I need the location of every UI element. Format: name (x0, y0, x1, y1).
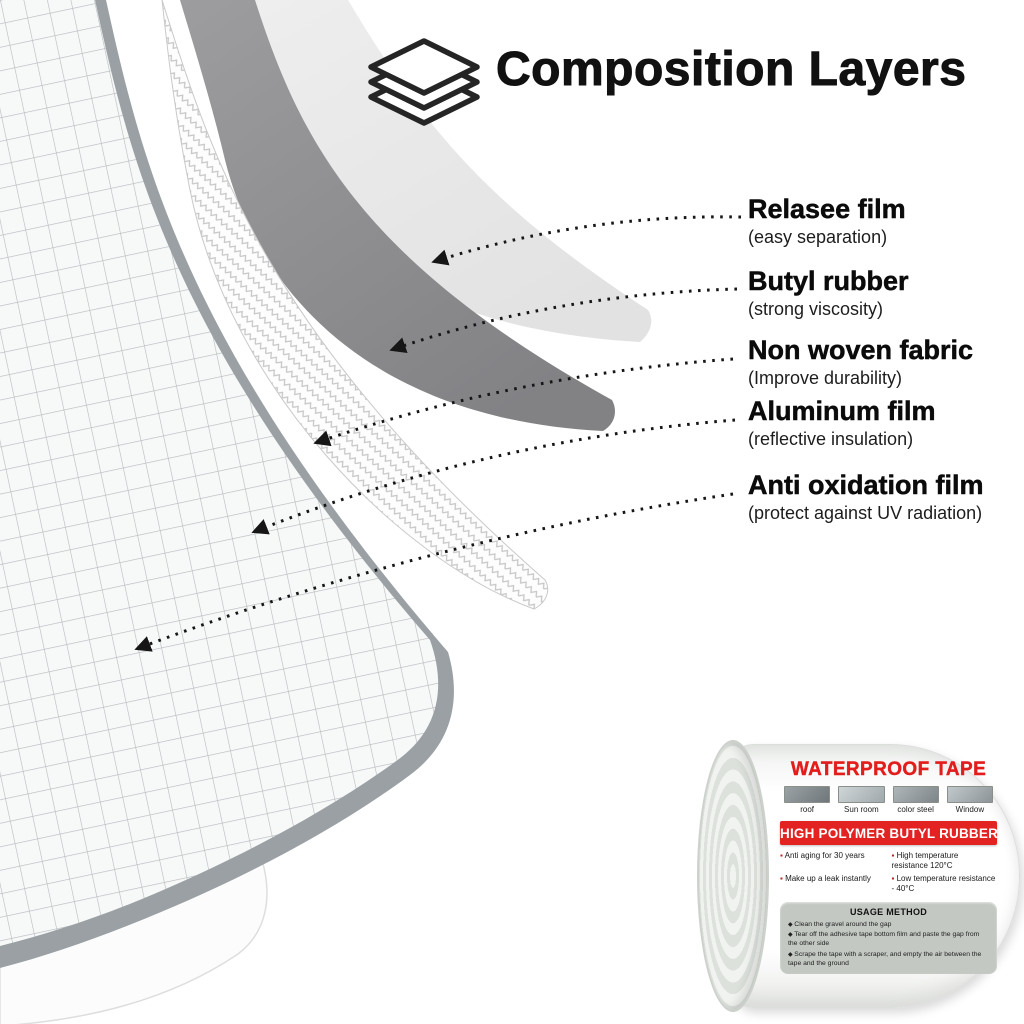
leader-release-film (431, 215, 742, 266)
leader-lines (134, 215, 742, 652)
label-name: Non woven fabric (748, 335, 974, 365)
usage-step: Tear off the adhesive tape bottom film a… (788, 930, 989, 948)
layer-label-release-film: Relasee film (easy separation) (748, 194, 906, 248)
usage-title: USAGE METHOD (849, 906, 928, 917)
leader-butyl-rubber (389, 287, 738, 354)
roof-photo (784, 786, 831, 803)
usage-step: Scrape the tape with a scraper, and empt… (788, 950, 989, 968)
label-name: Anti oxidation film (748, 470, 984, 500)
label-desc: (reflective insulation) (748, 428, 914, 449)
sun-room-photo (838, 786, 885, 803)
tape-roll-end (697, 740, 769, 1012)
release-film-layer (252, 0, 652, 342)
tape-label: WATERPROOF TAPE roof Sun room color stee… (780, 759, 998, 999)
product-title: WATERPROOF TAPE (790, 759, 987, 780)
butyl-rubber-layer (180, 0, 615, 431)
label-name: Butyl rubber (748, 266, 909, 296)
application-caption: color steel (897, 805, 934, 814)
leader-aluminum-film (251, 418, 736, 535)
feature-list: Anti aging for 30 years Make up a leak i… (780, 851, 997, 895)
tape-roll-body: WATERPROOF TAPE roof Sun room color stee… (731, 744, 1020, 1008)
feature-item: Make up a leak instantly (780, 874, 886, 895)
layer-label-non-woven-fabric: Non woven fabric (Improve durability) (748, 335, 974, 389)
feature-item: Low temperature resistance - 40°C (892, 874, 998, 895)
application-caption: roof (800, 805, 815, 814)
label-desc: (strong viscosity) (748, 298, 884, 319)
label-name: Relasee film (748, 194, 906, 224)
usage-panel: USAGE METHOD Clean the gravel around the… (780, 901, 997, 975)
leader-anti-oxidation (134, 492, 734, 652)
application-row: roof Sun room color steel Window (780, 786, 997, 814)
aluminum-film-layer (0, 0, 439, 946)
label-desc: (protect against UV radiation) (748, 502, 983, 523)
layer-label-butyl-rubber: Butyl rubber (strong viscosity) (748, 266, 909, 320)
page-title: Composition Layers (495, 43, 967, 97)
label-desc: (easy separation) (748, 226, 888, 247)
window-photo (946, 786, 993, 803)
feature-item: High temperature resistance 120°C (892, 851, 998, 872)
label-name: Aluminum film (748, 396, 936, 426)
feature-item: Anti aging for 30 years (780, 851, 886, 872)
color-steel-photo (892, 786, 939, 803)
non-woven-fabric-layer (161, 0, 549, 610)
product-banner: HIGH POLYMER BUTYL RUBBER (780, 821, 998, 845)
application-item: Window (943, 786, 997, 814)
layers-icon (368, 38, 480, 126)
layer-label-anti-oxidation-film: Anti oxidation film (protect against UV … (748, 470, 984, 524)
label-desc: (Improve durability) (748, 367, 903, 388)
application-item: color steel (889, 786, 943, 814)
application-caption: Window (955, 805, 985, 814)
application-caption: Sun room (844, 805, 879, 814)
usage-step: Clean the gravel around the gap (788, 920, 989, 929)
layer-label-aluminum-film: Aluminum film (reflective insulation) (748, 396, 936, 450)
tape-roll: WATERPROOF TAPE roof Sun room color stee… (697, 740, 1020, 1012)
application-item: roof (780, 786, 834, 814)
application-item: Sun room (834, 786, 888, 814)
